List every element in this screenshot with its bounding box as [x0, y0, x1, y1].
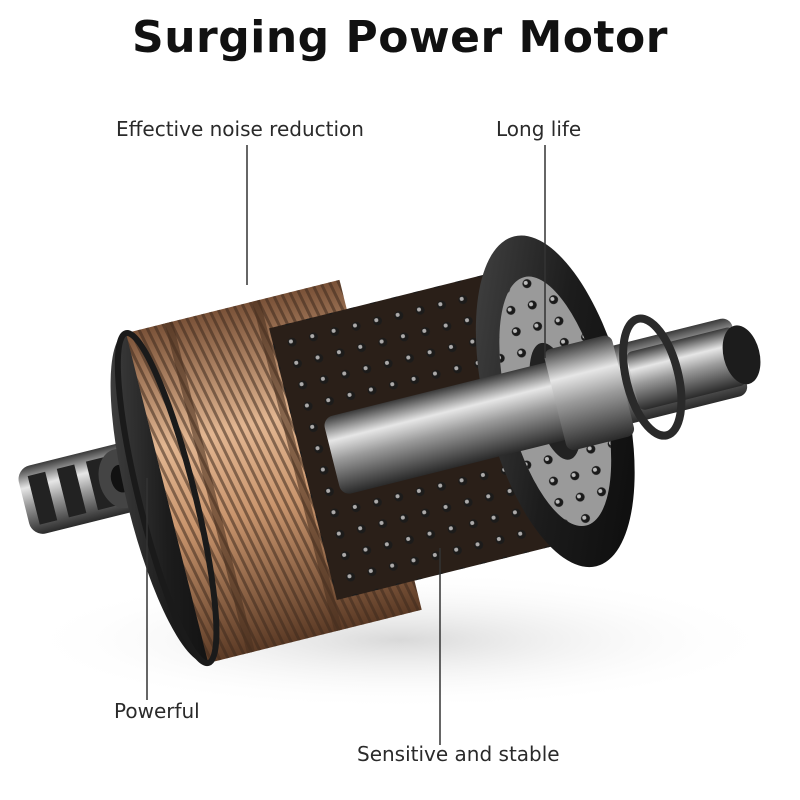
callout-sensitive-stable: Sensitive and stable	[357, 742, 560, 766]
rotor-shaft	[324, 314, 761, 494]
callout-long-life: Long life	[496, 117, 582, 141]
callout-noise-reduction: Effective noise reduction	[116, 117, 364, 141]
page-title: Surging Power Motor	[132, 12, 668, 63]
callout-powerful: Powerful	[114, 699, 200, 723]
